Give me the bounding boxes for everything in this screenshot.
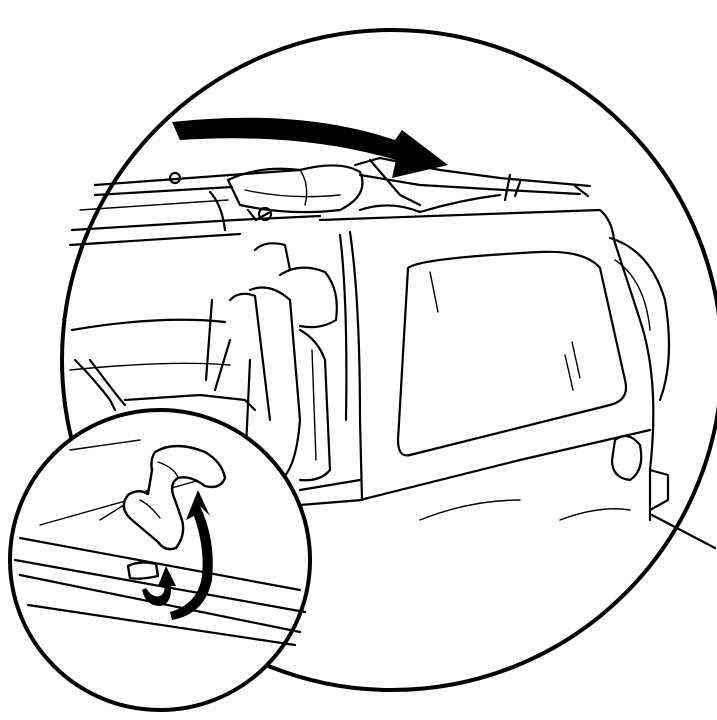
fold-direction-arrow-icon xyxy=(172,118,448,178)
callout-leader-line xyxy=(652,515,715,548)
latch-detail-circle xyxy=(10,410,310,710)
